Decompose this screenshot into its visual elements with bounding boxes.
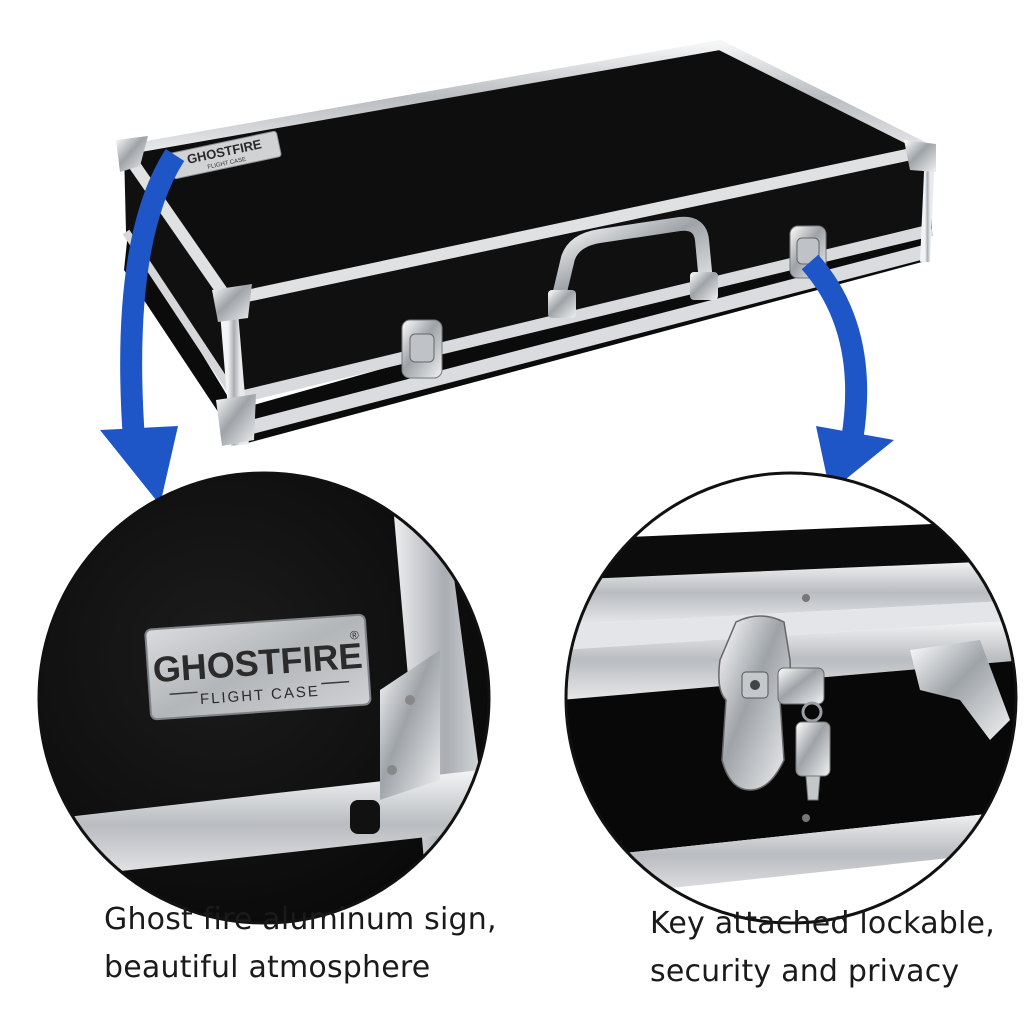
flight-case: GHOSTFIRE FLIGHT CASE — [116, 40, 936, 446]
arrow-left — [100, 149, 185, 505]
arrow-right — [801, 254, 894, 492]
caption-lock-line1: Key attached lockable, — [650, 906, 995, 941]
zoom-detail-sign: GHOSTFIRE ® FLIGHT CASE — [39, 473, 489, 923]
brand-sign: GHOSTFIRE ® FLIGHT CASE — [144, 613, 372, 721]
carry-handle — [548, 216, 718, 318]
case-lid-top — [124, 45, 930, 300]
caption-lock: Key attached lockable, security and priv… — [650, 900, 995, 996]
key — [795, 701, 831, 801]
caption-sign-line2: beautiful atmosphere — [104, 950, 431, 985]
sign-registered: ® — [349, 628, 359, 643]
case-lid-side — [124, 150, 932, 398]
latch-left — [401, 319, 443, 379]
lock-latch — [718, 615, 825, 791]
caption-sign-line1: Ghost fire aluminum sign, — [104, 902, 497, 937]
caption-sign: Ghost fire aluminum sign, beautiful atmo… — [104, 896, 497, 992]
caption-lock-line2: security and privacy — [650, 954, 960, 989]
zoom-detail-lock — [566, 473, 1016, 923]
